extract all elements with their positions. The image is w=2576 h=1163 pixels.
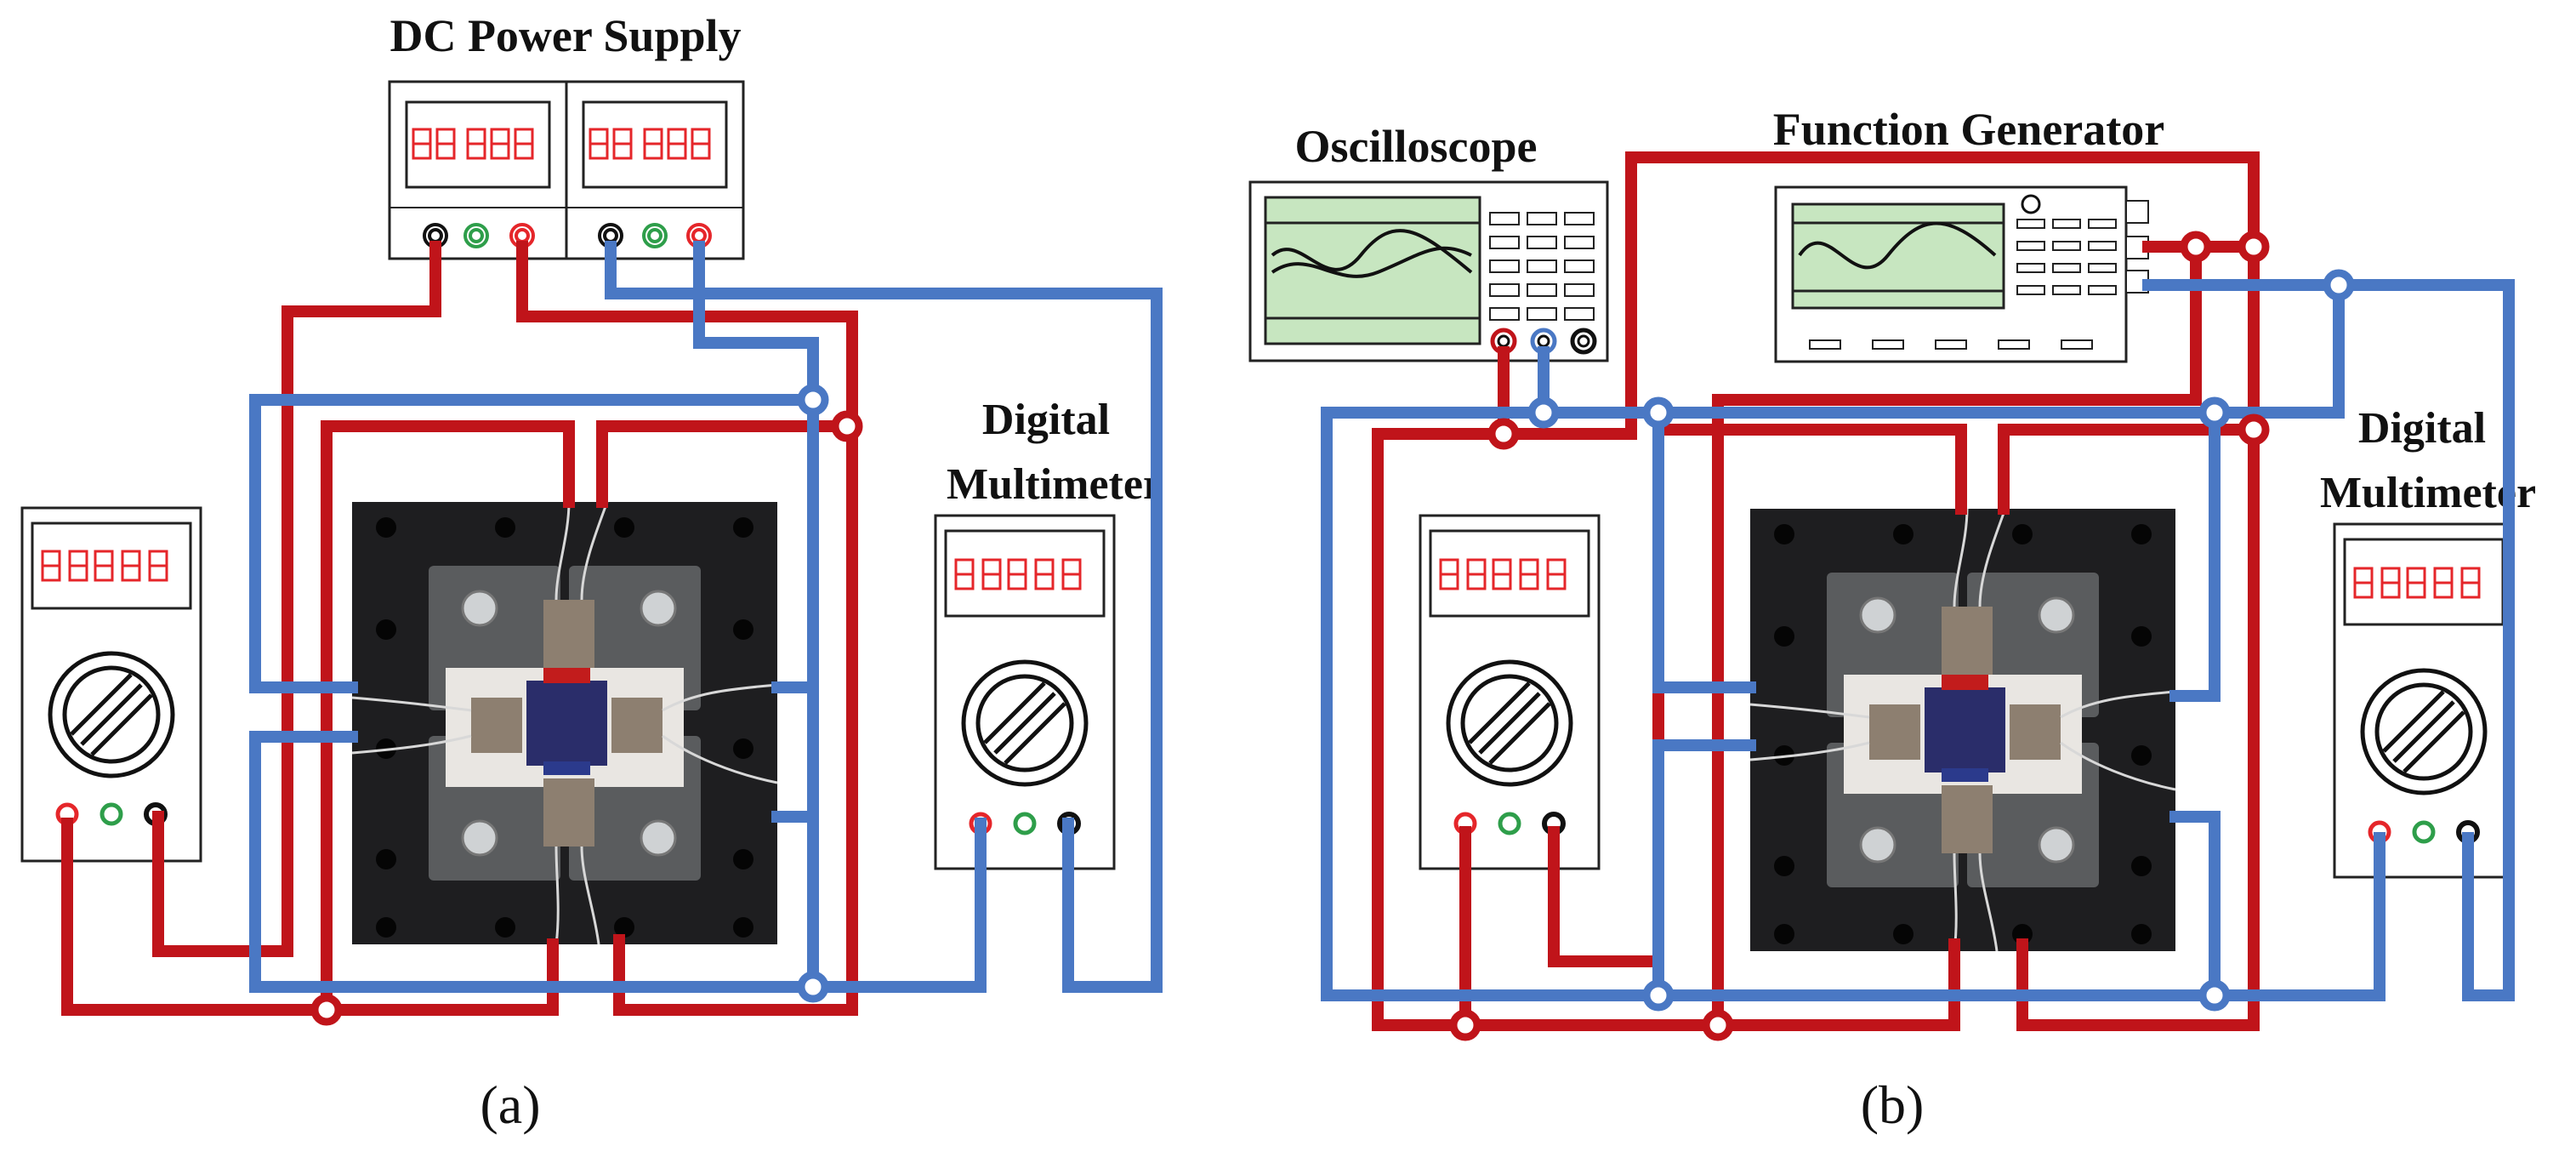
junctions-b: [1449, 231, 2355, 1041]
digital-multimeter-left-b: [1419, 514, 1601, 870]
junctions-a: [310, 384, 863, 1026]
oscilloscope-label: Oscilloscope: [1295, 121, 1538, 172]
dc-power-supply: [388, 80, 745, 260]
panel-b: Oscilloscope Function Generator: [1248, 104, 2536, 1135]
digital-multimeter-label-line2-b: Multimeter: [2320, 469, 2536, 517]
dc-power-supply-label: DC Power Supply: [390, 10, 741, 61]
function-generator-label: Function Generator: [1773, 104, 2164, 155]
digital-multimeter-right-b: [2333, 522, 2515, 879]
sample-photo-b: [1749, 507, 2177, 953]
function-generator: [1774, 185, 2149, 363]
caption-a: (a): [480, 1075, 540, 1135]
sample-photo-a: [350, 500, 779, 946]
digital-multimeter-right-a: [934, 514, 1116, 870]
red-wires-a: [61, 241, 858, 1016]
digital-multimeter-label-line1-b: Digital: [2358, 404, 2486, 453]
panel-a: DC Power Supply: [20, 10, 1163, 1135]
caption-b: (b): [1861, 1075, 1925, 1135]
digital-multimeter-label-line1-a: Digital: [982, 396, 1110, 444]
digital-multimeter-label-line2-a: Multimeter: [947, 460, 1163, 509]
oscilloscope: [1248, 180, 1609, 362]
digital-multimeter-left-a: [20, 506, 202, 863]
